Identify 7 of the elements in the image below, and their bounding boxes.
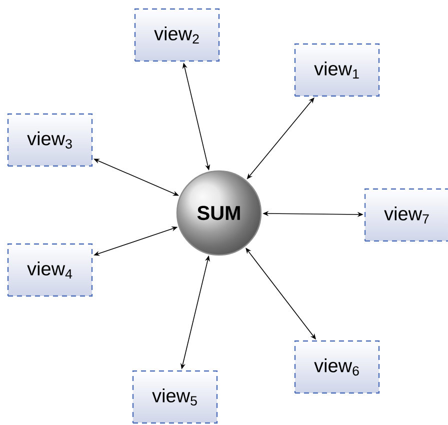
view-box: view$_{2}$ — [134, 8, 220, 62]
view-box: view$_{6}$ — [294, 340, 380, 394]
view-box: view$_{4}$ — [7, 243, 93, 297]
view-box: view$_{1}$ — [294, 43, 380, 97]
view-box: view$_{5}$ — [132, 370, 218, 424]
view-box: view$_{7}$ — [364, 188, 448, 242]
view-box: view$_{3}$ — [7, 113, 93, 167]
